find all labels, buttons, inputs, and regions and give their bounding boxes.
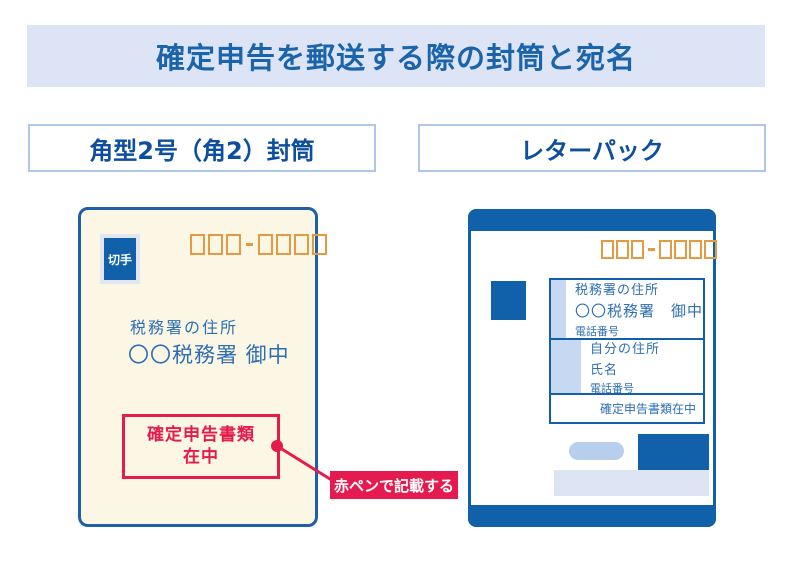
letterpack-panel-header-label: レターパック bbox=[520, 136, 664, 165]
postal-code-hyphen bbox=[648, 248, 655, 251]
recipient-address-label: 税務署の住所 bbox=[130, 318, 239, 337]
letterpack-bottom-strip bbox=[470, 505, 714, 525]
to-address-label: 税務署の住所 bbox=[574, 283, 659, 298]
letterpack-blue-square bbox=[491, 281, 526, 320]
postal-code-boxes-icon bbox=[190, 234, 327, 255]
contents-row: 確定申告書類在中 bbox=[551, 395, 703, 422]
stamp-label: 切手 bbox=[107, 252, 132, 267]
page-title-bar: 確定申告を郵送する際の封筒と宛名 bbox=[27, 25, 765, 87]
stamp-icon: 切手 bbox=[100, 234, 140, 284]
address-table: 税務署の住所 〇〇税務署 御中 電話番号 自分の住所 氏名 電話番号 確定申告書… bbox=[549, 278, 705, 424]
letterpack-top-strip bbox=[470, 211, 714, 231]
to-name: 〇〇税務署 御中 bbox=[574, 302, 703, 320]
recipient-section-text: 税務署の住所 〇〇税務署 御中 電話番号 bbox=[566, 280, 703, 338]
annotation-label-text: 赤ペンで記載する bbox=[333, 476, 454, 495]
page-title: 確定申告を郵送する際の封筒と宛名 bbox=[155, 41, 636, 75]
from-name-label: 氏名 bbox=[590, 362, 619, 378]
envelope-panel-header: 角型2号（角2）封筒 bbox=[28, 124, 376, 172]
letterpack-dark-rectangle bbox=[638, 434, 709, 470]
recipient-section-strip bbox=[551, 280, 566, 338]
from-address-label: 自分の住所 bbox=[590, 341, 661, 357]
sender-section-text: 自分の住所 氏名 電話番号 bbox=[581, 340, 703, 395]
annotation-label: 赤ペンで記載する bbox=[330, 471, 458, 499]
to-phone-label: 電話番号 bbox=[574, 325, 619, 338]
sender-section-strip bbox=[551, 340, 581, 393]
contents-label: 確定申告書類在中 bbox=[599, 402, 696, 416]
postal-code-hyphen bbox=[246, 243, 253, 246]
letterpack-light-rectangle bbox=[554, 470, 709, 496]
recipient-section: 税務署の住所 〇〇税務署 御中 電話番号 bbox=[551, 280, 703, 340]
envelope-panel-header-label: 角型2号（角2）封筒 bbox=[89, 136, 315, 165]
contents-red-stamp-line1: 確定申告書類 bbox=[147, 425, 255, 446]
envelope-illustration: 切手 税務署の住所 〇〇税務署 御中 確定申告書類 在中 bbox=[78, 207, 327, 527]
from-phone-label: 電話番号 bbox=[590, 381, 634, 395]
letterpack-illustration: 税務署の住所 〇〇税務署 御中 電話番号 自分の住所 氏名 電話番号 確定申告書… bbox=[468, 209, 717, 527]
postal-code-boxes-icon bbox=[601, 240, 717, 259]
contents-red-stamp-line2: 在中 bbox=[183, 446, 219, 467]
letterpack-pill-shape bbox=[569, 442, 624, 460]
sender-section: 自分の住所 氏名 電話番号 bbox=[551, 340, 703, 395]
letterpack-panel-header: レターパック bbox=[418, 124, 766, 172]
contents-red-stamp: 確定申告書類 在中 bbox=[122, 414, 280, 479]
recipient-name: 〇〇税務署 御中 bbox=[128, 343, 290, 367]
